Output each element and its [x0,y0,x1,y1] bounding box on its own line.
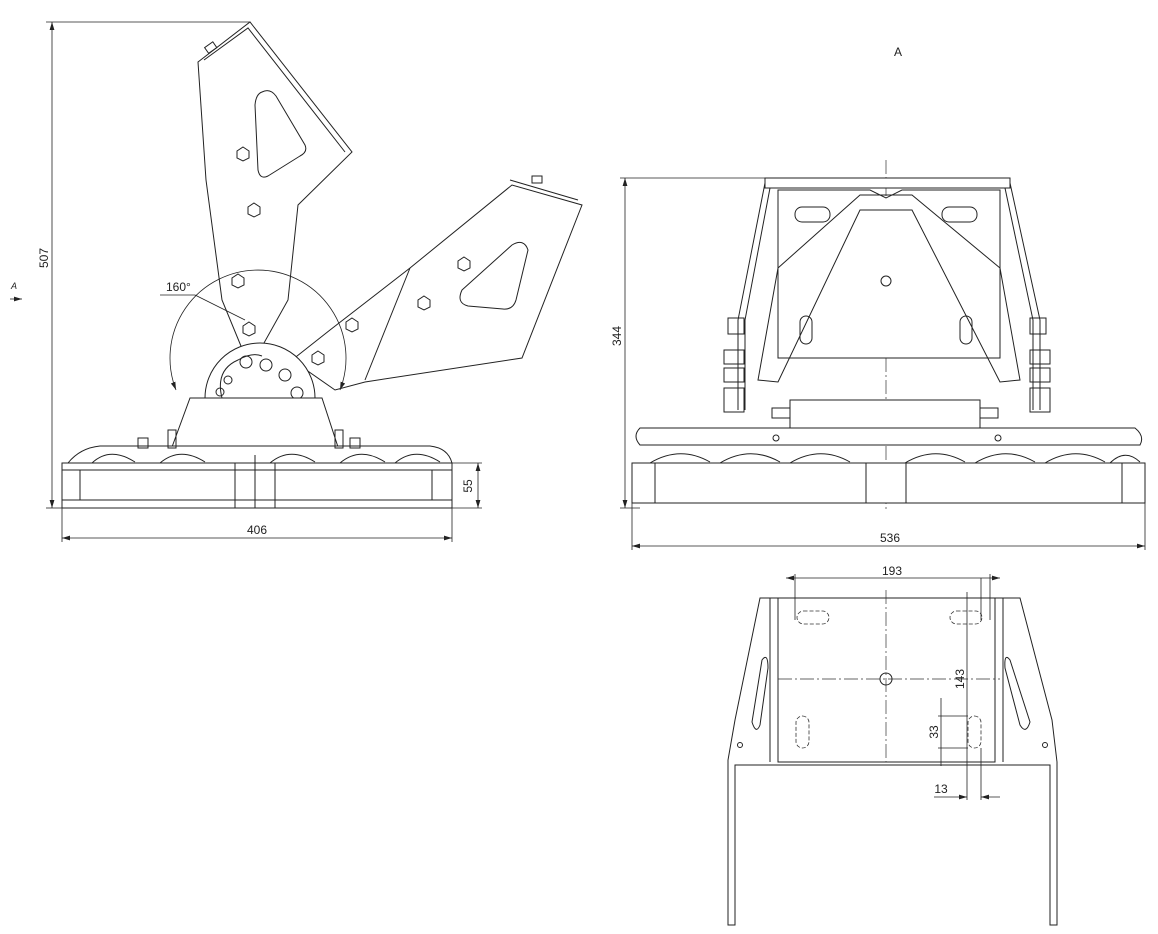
driver-box [789,399,981,429]
dimension-label: 536 [880,531,900,545]
front-view-a: A 344 [610,45,1146,550]
dimension-33: 33 [927,698,968,766]
bolts [723,317,1051,413]
dimension-label: 406 [247,523,267,537]
angle-label: 160° [166,280,191,294]
angle-160: 160° [160,269,347,391]
base-bracket [171,397,339,448]
dimension-label: 507 [37,248,51,268]
dimension-label: 344 [610,326,624,346]
dimension-406: 406 [61,508,453,542]
dimension-label: 55 [461,479,475,493]
dimension-label: 193 [882,564,902,578]
dimension-13: 13 [934,748,1000,800]
dimension-label: 13 [934,782,948,796]
dimension-label: 143 [953,669,967,689]
mounting-arm-tilted [291,175,583,391]
dimension-536: 536 [631,503,1146,550]
dimension-344: 344 [610,177,765,509]
dimension-507: 507 [37,21,250,509]
lamp-housing-side [61,429,453,509]
lamp-housing-front [631,427,1146,504]
view-marker-a: A [10,281,22,302]
mounting-bracket-front [723,177,1051,429]
dimension-label: 33 [927,725,941,739]
side-view: 507 A [10,21,583,542]
dimension-193: 193 [786,564,1000,620]
mounting-arm-upright [197,21,353,370]
view-title: A [894,45,902,59]
bracket-flat-view: 193 143 33 13 [727,564,1058,926]
view-marker-label: A [10,281,17,291]
dimension-143: 143 [953,578,982,800]
dimension-55: 55 [452,462,482,509]
